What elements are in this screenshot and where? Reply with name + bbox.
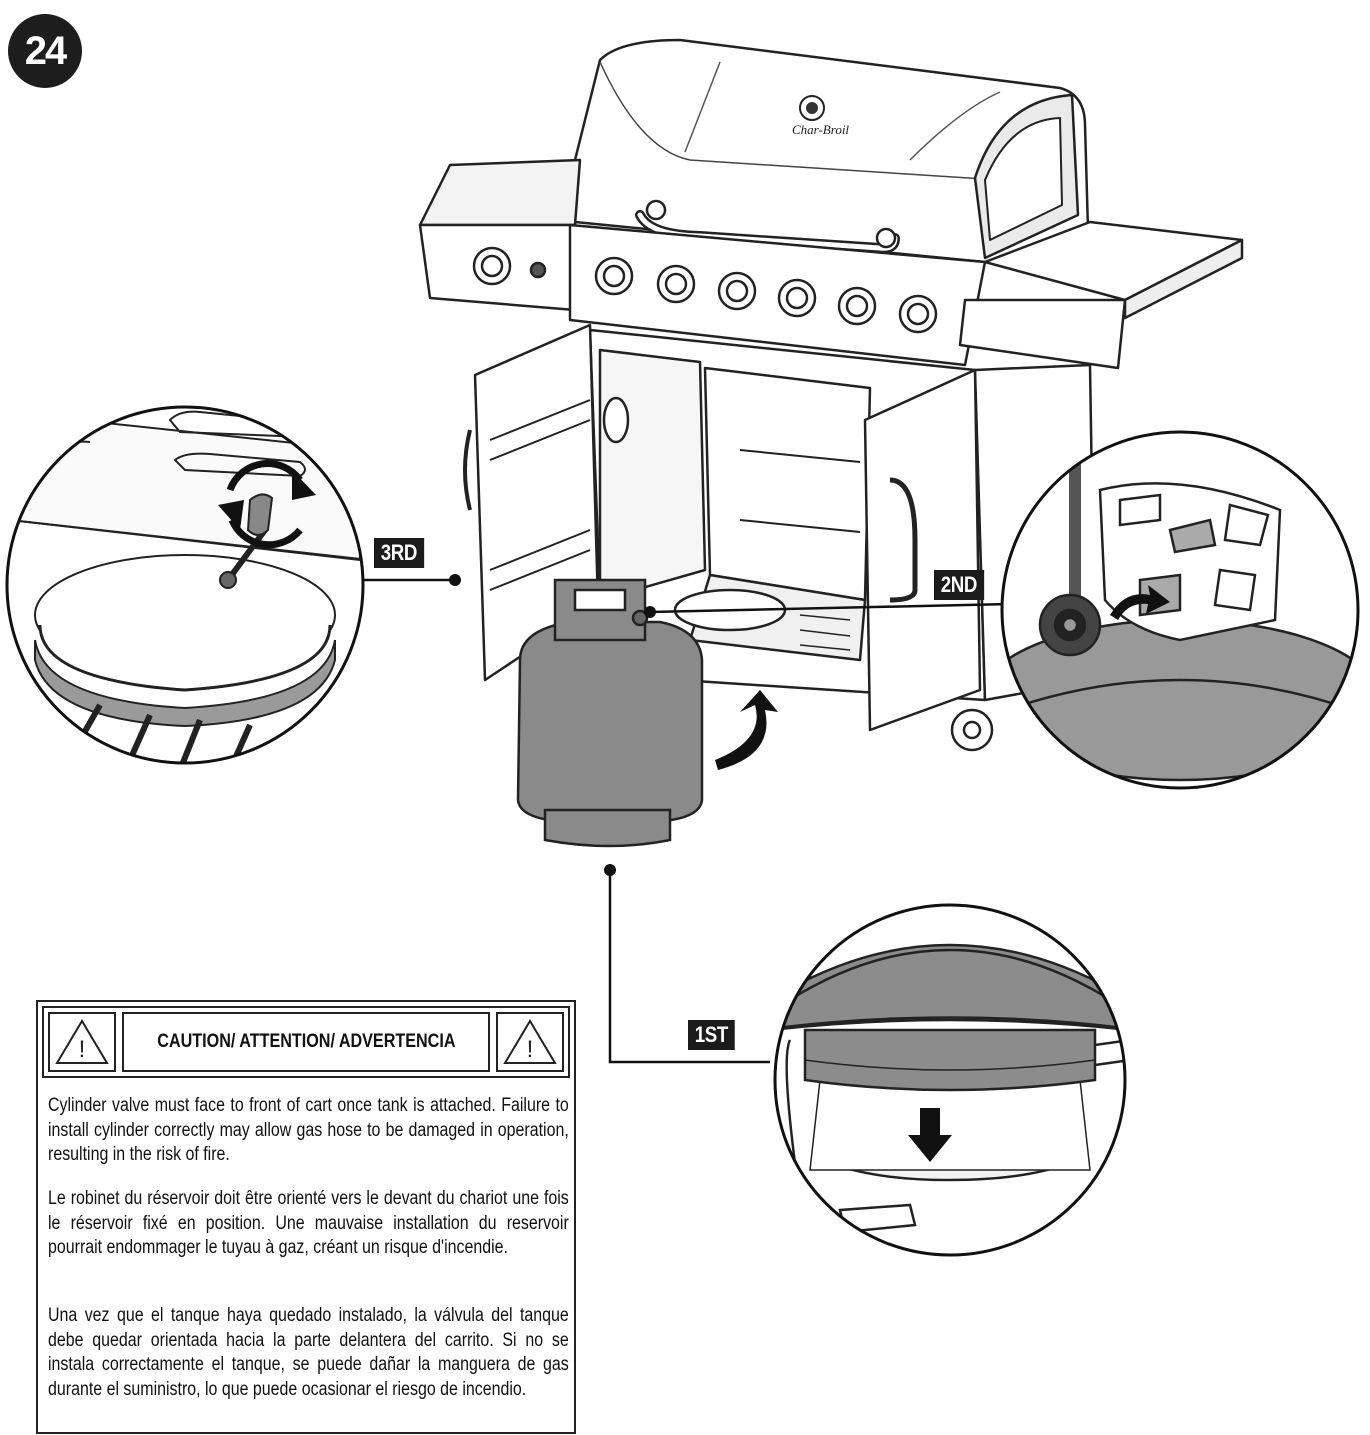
warning-triangle-icon: ! (55, 1019, 109, 1064)
svg-text:!: ! (79, 1036, 86, 1063)
callout-label-3rd: 3RD (374, 538, 424, 568)
warning-cell-right: ! (496, 1012, 564, 1072)
grill-brand-mark: Char-Broil (792, 122, 849, 137)
callout-label-2nd: 2ND (934, 570, 984, 600)
detail-circle-1st (773, 903, 1127, 1257)
attach-arrow-icon (1110, 585, 1170, 620)
caution-box: ! CAUTION/ ATTENTION/ ADVERTENCIA ! Cyli… (36, 1000, 576, 1434)
detail-circle-3rd (5, 405, 365, 765)
leader-lines (362, 578, 1011, 1064)
caution-title-cell: CAUTION/ ATTENTION/ ADVERTENCIA (122, 1012, 490, 1072)
caution-text-french: Le robinet du réservoir doit être orient… (48, 1188, 569, 1258)
caution-text-spanish: Una vez que el tanque haya quedado insta… (48, 1305, 569, 1400)
warning-triangle-icon: ! (503, 1019, 557, 1064)
detail-circle-2nd (1000, 430, 1360, 790)
caution-text-english: Cylinder valve must face to front of car… (48, 1095, 569, 1165)
grill-lid (573, 38, 1090, 264)
callout-label-1st: 1ST (688, 1020, 735, 1050)
caution-header: ! CAUTION/ ATTENTION/ ADVERTENCIA ! (42, 1006, 570, 1078)
propane-tank (516, 578, 704, 848)
caution-title: CAUTION/ ATTENTION/ ADVERTENCIA (156, 1031, 456, 1052)
side-burner-shelf (418, 158, 582, 227)
burner-knobs (594, 256, 938, 334)
step-number-badge: 24 (8, 14, 82, 88)
down-arrow-icon (908, 1108, 952, 1162)
svg-text:!: ! (527, 1036, 534, 1063)
rotate-arrow-icon (715, 690, 778, 770)
right-door (863, 368, 982, 732)
warning-cell-left: ! (48, 1012, 116, 1072)
control-panel (568, 223, 987, 367)
